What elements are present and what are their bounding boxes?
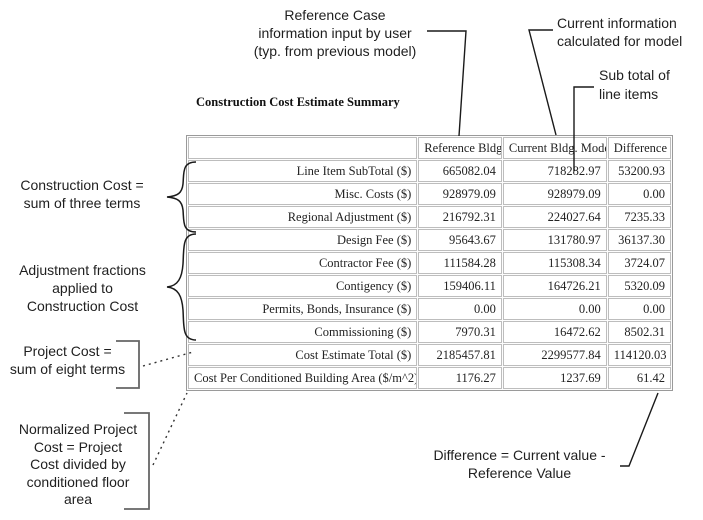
column-header-0 <box>188 137 418 159</box>
row-label: Contractor Fee ($) <box>188 252 418 274</box>
cell-value: 718282.97 <box>502 160 607 182</box>
cell-value: 928979.09 <box>418 183 502 205</box>
cell-value: 114120.03 <box>607 344 671 366</box>
cell-value: 131780.97 <box>502 229 607 251</box>
row-label: Cost Estimate Total ($) <box>188 344 418 366</box>
cell-value: 164726.21 <box>502 275 607 297</box>
annotation-construction-cost: Construction Cost = sum of three terms <box>20 177 144 211</box>
cell-value: 2185457.81 <box>418 344 502 366</box>
cell-value: 224027.64 <box>502 206 607 228</box>
cell-value: 1176.27 <box>418 367 502 389</box>
cell-value: 115308.34 <box>502 252 607 274</box>
row-label: Permits, Bonds, Insurance ($) <box>188 298 418 320</box>
cell-value: 0.00 <box>418 298 502 320</box>
annotation-subtotal: Sub total of line items <box>599 67 670 102</box>
cell-value: 0.00 <box>607 183 671 205</box>
cell-value: 216792.31 <box>418 206 502 228</box>
current-info-leader-line <box>528 29 557 136</box>
cell-value: 95643.67 <box>418 229 502 251</box>
cell-value: 16472.62 <box>502 321 607 343</box>
cell-value: 53200.93 <box>607 160 671 182</box>
row-label: Commissioning ($) <box>188 321 418 343</box>
column-header-3: Difference <box>607 137 671 159</box>
column-header-2: Current Bldg. Model <box>502 137 607 159</box>
cell-value: 2299577.84 <box>502 344 607 366</box>
cell-value: 5320.09 <box>607 275 671 297</box>
table-title: Construction Cost Estimate Summary <box>196 95 400 109</box>
cell-value: 3724.07 <box>607 252 671 274</box>
cell-value: 1237.69 <box>502 367 607 389</box>
annotation-difference: Difference = Current value - Reference V… <box>433 447 606 481</box>
cell-value: 665082.04 <box>418 160 502 182</box>
cell-value: 8502.31 <box>607 321 671 343</box>
annotation-normalized-cost: Normalized Project Cost = Project Cost d… <box>18 421 138 507</box>
cell-value: 159406.11 <box>418 275 502 297</box>
cell-value: 7970.31 <box>418 321 502 343</box>
cell-value: 7235.33 <box>607 206 671 228</box>
column-header-1: Reference Bldg. <box>418 137 502 159</box>
cell-value: 0.00 <box>607 298 671 320</box>
row-label: Regional Adjustment ($) <box>188 206 418 228</box>
normalized-cost-dotted-leader <box>152 392 188 466</box>
annotation-project-cost: Project Cost = sum of eight terms <box>9 343 126 377</box>
row-label: Cost Per Conditioned Building Area ($/m^… <box>188 367 418 389</box>
annotation-current-info: Current information calculated for model <box>557 15 683 49</box>
row-label: Design Fee ($) <box>188 229 418 251</box>
row-label: Misc. Costs ($) <box>188 183 418 205</box>
cell-value: 111584.28 <box>418 252 502 274</box>
row-label: Line Item SubTotal ($) <box>188 160 418 182</box>
cell-value: 36137.30 <box>607 229 671 251</box>
cell-value: 0.00 <box>502 298 607 320</box>
cell-value: 928979.09 <box>502 183 607 205</box>
row-label: Contigency ($) <box>188 275 418 297</box>
annotation-reference-case: Reference Case information input by user… <box>253 7 417 59</box>
table-row: Cost Per Conditioned Building Area ($/m^… <box>188 367 671 389</box>
annotation-adjustment-fractions: Adjustment fractions applied to Construc… <box>19 262 146 314</box>
cell-value: 61.42 <box>607 367 671 389</box>
